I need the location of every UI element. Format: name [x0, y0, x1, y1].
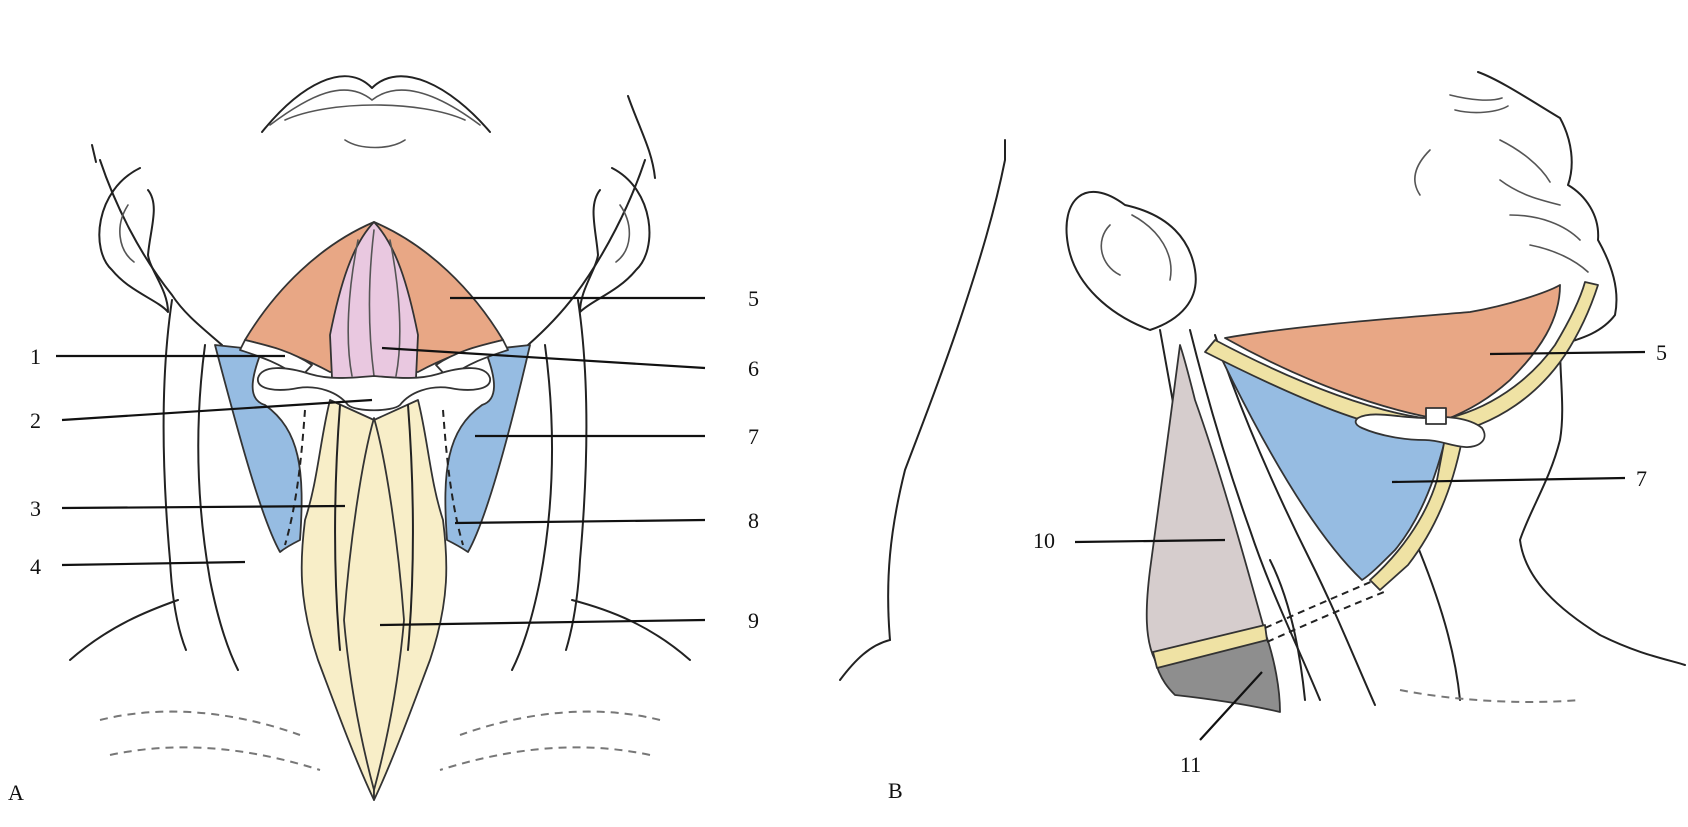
clavicle-left — [100, 712, 300, 735]
label-5b: 5 — [1656, 340, 1667, 365]
chin-outline — [262, 76, 490, 132]
label-7b: 7 — [1636, 466, 1647, 491]
panel-a-label: A — [8, 780, 24, 805]
label-7a: 7 — [748, 424, 759, 449]
ear-b — [1067, 192, 1196, 330]
jaw-right-outline — [528, 160, 645, 345]
panel-a-anterior-view: 1 2 3 4 5 6 7 8 9 A — [8, 76, 759, 805]
label-5a: 5 — [748, 286, 759, 311]
clavicle-right — [460, 712, 660, 735]
leader-8 — [455, 520, 705, 523]
neck-right-outline — [566, 300, 587, 650]
panel-b-lateral-view: 5 7 10 11 B — [840, 72, 1685, 803]
label-8: 8 — [748, 508, 759, 533]
label-6: 6 — [748, 356, 759, 381]
jaw-left-outline — [100, 160, 222, 345]
label-1: 1 — [30, 344, 41, 369]
pulley-b — [1426, 408, 1446, 424]
label-2: 2 — [30, 408, 41, 433]
right-ear — [580, 168, 649, 312]
label-11: 11 — [1180, 752, 1201, 777]
label-3: 3 — [30, 496, 41, 521]
neck-front-outline — [1520, 345, 1685, 665]
head-back-outline — [888, 140, 1005, 640]
leader-4 — [62, 562, 245, 565]
leader-3 — [62, 506, 345, 508]
panel-b-label: B — [888, 778, 903, 803]
label-9: 9 — [748, 608, 759, 633]
label-10: 10 — [1033, 528, 1055, 553]
clavicle-b — [1400, 690, 1580, 702]
left-ear — [99, 168, 168, 312]
label-4: 4 — [30, 554, 41, 579]
neck-left-outline — [164, 300, 187, 650]
